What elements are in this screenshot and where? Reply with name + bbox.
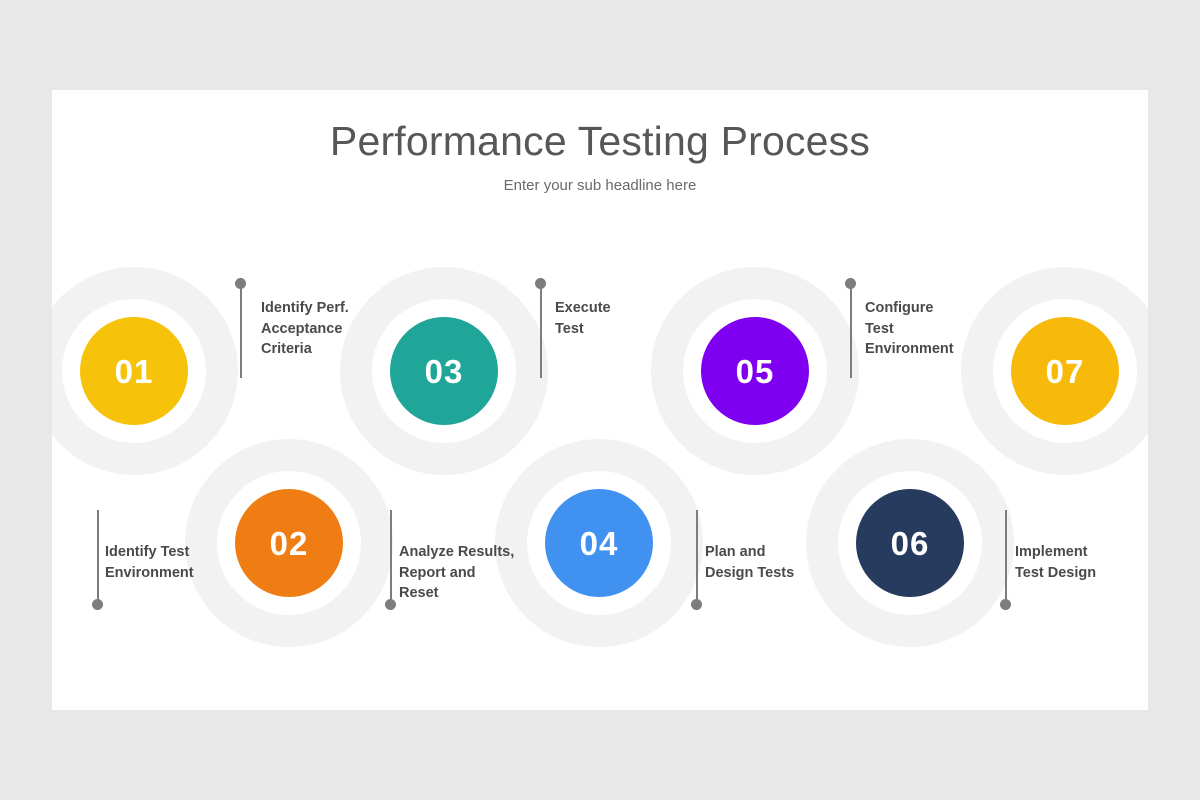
step-number-07: 07 <box>1045 352 1085 390</box>
connector-line <box>97 510 99 610</box>
step-label-configure-test-environment: Configure Test Environment <box>865 300 954 358</box>
slide-canvas: Performance Testing Process Enter your s… <box>52 90 1148 710</box>
step-label-analyze-results-report-reset: Analyze Results, Report and Reset <box>399 544 515 602</box>
step-node-07[interactable]: 07 <box>1011 317 1119 425</box>
step-node-03[interactable]: 03 <box>390 317 498 425</box>
connector-line <box>850 278 852 378</box>
connector-line <box>540 278 542 378</box>
step-node-06[interactable]: 06 <box>856 489 964 597</box>
step-node-01[interactable]: 01 <box>80 317 188 425</box>
step-number-06: 06 <box>890 524 930 562</box>
step-number-04: 04 <box>579 524 619 562</box>
step-node-02[interactable]: 02 <box>235 489 343 597</box>
slide-header: Performance Testing Process Enter your s… <box>52 90 1148 194</box>
step-label-plan-and-design-tests: Plan and Design Tests <box>705 544 795 581</box>
connector-stem-top-1 <box>235 278 246 378</box>
step-label-identify-perf-acceptance-criteria: Identify Perf. Acceptance Criteria <box>261 300 349 358</box>
page-subtitle: Enter your sub headline here <box>503 177 697 195</box>
connector-stem-bottom-1 <box>92 510 103 610</box>
connector-stem-bottom-3 <box>691 510 702 610</box>
connector-dot <box>92 599 103 610</box>
step-node-04[interactable]: 04 <box>545 489 653 597</box>
connector-stem-top-3 <box>845 278 856 378</box>
step-number-03: 03 <box>424 352 464 390</box>
connector-dot <box>845 278 856 289</box>
step-label-implement-test-design: Implement Test Design <box>1015 544 1097 581</box>
step-number-05: 05 <box>735 352 775 390</box>
connector-dot <box>691 599 702 610</box>
step-number-02: 02 <box>269 524 309 562</box>
connector-dot <box>535 278 546 289</box>
step-label-identify-test-environment: Identify Test Environment <box>105 544 194 581</box>
connector-dot <box>1000 599 1011 610</box>
step-label-execute-test: Execute Test <box>555 300 611 337</box>
step-node-05[interactable]: 05 <box>701 317 809 425</box>
connector-stem-bottom-2 <box>385 510 396 610</box>
connector-line <box>1005 510 1007 610</box>
page-title: Performance Testing Process <box>329 118 871 164</box>
connector-stem-bottom-4 <box>1000 510 1011 610</box>
connector-dot <box>385 599 396 610</box>
connector-line <box>696 510 698 610</box>
connector-line <box>240 278 242 378</box>
step-number-01: 01 <box>114 352 154 390</box>
connector-stem-top-2 <box>535 278 546 378</box>
connector-line <box>390 510 392 610</box>
connector-dot <box>235 278 246 289</box>
